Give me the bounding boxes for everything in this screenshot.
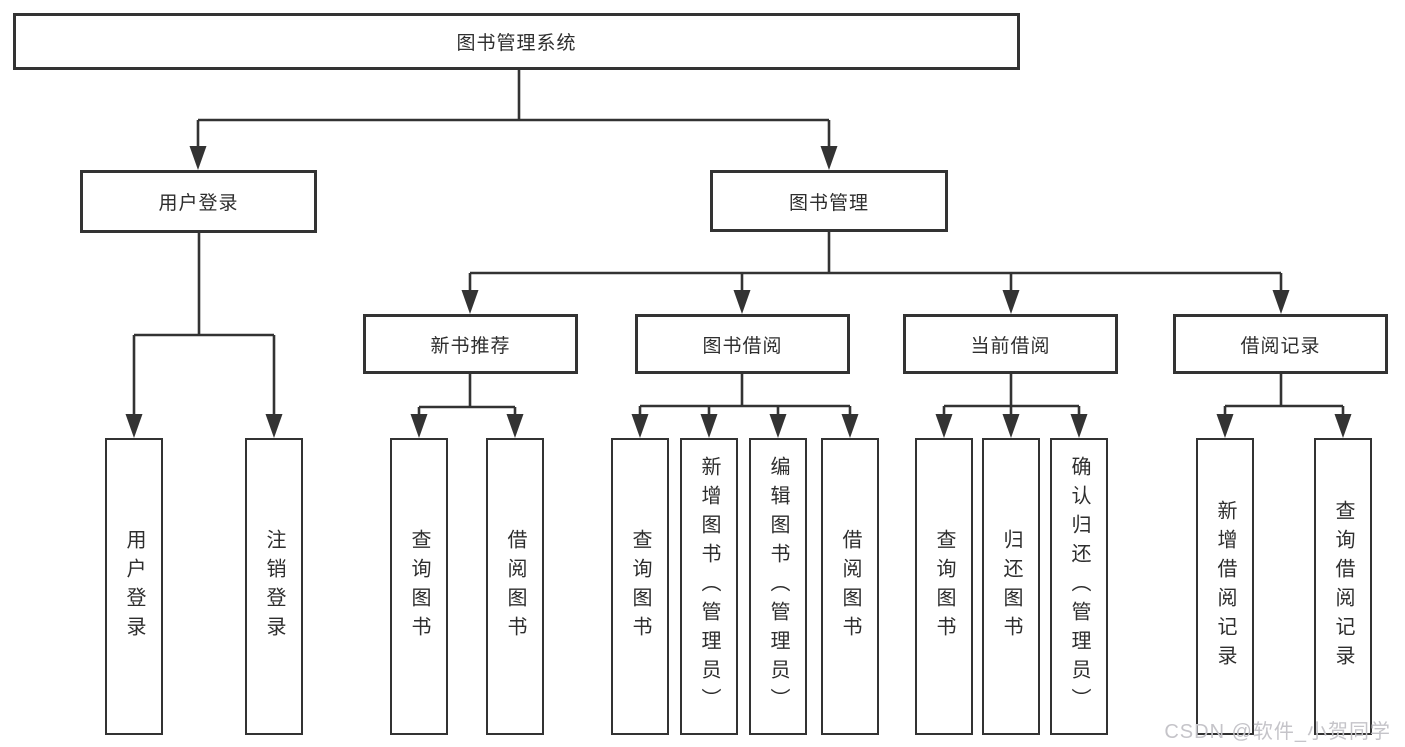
leaf-query-books-current: 查询图书 xyxy=(915,438,973,735)
node-new-book-recommend-label: 新书推荐 xyxy=(430,335,511,357)
leaf-add-book-admin: 新增图书（管理员） xyxy=(680,438,738,735)
leaf-query-books-recommend-label: 查询图书 xyxy=(408,528,430,645)
leaf-query-borrow-record-label: 查询借阅记录 xyxy=(1332,499,1354,674)
leaf-logout-label: 注销登录 xyxy=(263,528,285,645)
leaf-confirm-return-admin-label: 确认归还（管理员） xyxy=(1068,456,1090,717)
leaf-user-login: 用户登录 xyxy=(105,438,163,735)
leaf-return-book: 归还图书 xyxy=(982,438,1040,735)
leaf-query-books-current-label: 查询图书 xyxy=(933,528,955,645)
leaf-user-login-label: 用户登录 xyxy=(123,528,145,645)
leaf-add-book-admin-label: 新增图书（管理员） xyxy=(698,456,720,717)
leaf-borrow-books-recommend-label: 借阅图书 xyxy=(504,528,526,645)
leaf-add-borrow-record: 新增借阅记录 xyxy=(1196,438,1254,735)
leaf-logout: 注销登录 xyxy=(245,438,303,735)
csdn-watermark: CSDN @软件_小贺同学 xyxy=(1164,721,1391,743)
leaf-return-book-label: 归还图书 xyxy=(1000,528,1022,645)
leaf-query-books-borrow: 查询图书 xyxy=(611,438,669,735)
leaf-confirm-return-admin: 确认归还（管理员） xyxy=(1050,438,1108,735)
node-book-borrowing-label: 图书借阅 xyxy=(702,335,783,357)
node-current-borrowing: 当前借阅 xyxy=(903,314,1118,374)
node-new-book-recommend: 新书推荐 xyxy=(363,314,578,374)
node-book-management: 图书管理 xyxy=(710,170,948,232)
node-borrowing-records: 借阅记录 xyxy=(1173,314,1388,374)
leaf-edit-book-admin-label: 编辑图书（管理员） xyxy=(767,456,789,717)
leaf-borrow-books: 借阅图书 xyxy=(821,438,879,735)
node-user-login-label: 用户登录 xyxy=(158,193,239,214)
node-root-label: 图书管理系统 xyxy=(456,33,577,54)
node-user-login: 用户登录 xyxy=(80,170,317,233)
leaf-query-books-borrow-label: 查询图书 xyxy=(629,528,651,645)
leaf-edit-book-admin: 编辑图书（管理员） xyxy=(749,438,807,735)
leaf-borrow-books-recommend: 借阅图书 xyxy=(486,438,544,735)
node-book-borrowing: 图书借阅 xyxy=(635,314,850,374)
leaf-query-borrow-record: 查询借阅记录 xyxy=(1314,438,1372,735)
node-borrowing-records-label: 借阅记录 xyxy=(1240,335,1321,357)
node-root: 图书管理系统 xyxy=(13,13,1020,70)
leaf-add-borrow-record-label: 新增借阅记录 xyxy=(1214,499,1236,674)
leaf-query-books-recommend: 查询图书 xyxy=(390,438,448,735)
leaf-borrow-books-label: 借阅图书 xyxy=(839,528,861,645)
node-current-borrowing-label: 当前借阅 xyxy=(970,335,1051,357)
node-book-management-label: 图书管理 xyxy=(788,192,869,214)
